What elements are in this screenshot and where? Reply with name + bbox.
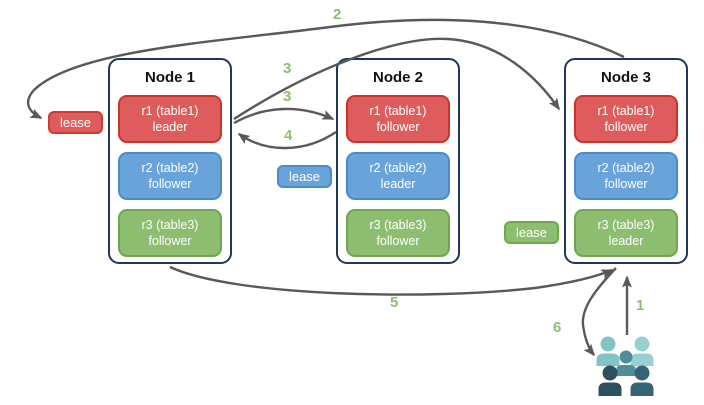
- lease-badge-r3: lease: [504, 221, 559, 244]
- replica-range-label: r3 (table3): [597, 217, 655, 232]
- replica-role-label: follower: [604, 177, 648, 191]
- node-2-replica-r3: r3 (table3) follower: [346, 209, 450, 257]
- users-icon: [596, 336, 654, 396]
- replica-role-label: leader: [380, 177, 416, 191]
- step-label-5: 5: [390, 294, 399, 311]
- node-1: Node 1 r1 (table1) leader r2 (table2) fo…: [108, 58, 232, 264]
- replica-role-label: follower: [148, 177, 192, 191]
- node-1-replica-r2: r2 (table2) follower: [118, 152, 222, 200]
- node-2-replica-r2: r2 (table2) leader: [346, 152, 450, 200]
- replica-range-label: r2 (table2): [369, 160, 427, 175]
- replica-range-label: r3 (table3): [369, 217, 427, 232]
- node-3-title: Node 3: [600, 69, 651, 86]
- step-label-1: 1: [636, 297, 645, 314]
- node-3-replica-r2: r2 (table2) follower: [574, 152, 678, 200]
- lease-badge-r2: lease: [277, 165, 332, 188]
- step-label-3b: 3: [283, 88, 292, 105]
- step-label-3a: 3: [283, 60, 292, 77]
- replica-range-label: r1 (table1): [369, 103, 427, 118]
- replica-range-label: r3 (table3): [141, 217, 199, 232]
- lease-badge-r1: lease: [48, 111, 103, 134]
- node-2: Node 2 r1 (table1) follower r2 (table2) …: [336, 58, 460, 264]
- replica-role-label: follower: [376, 120, 420, 134]
- replica-role-label: leader: [608, 234, 644, 248]
- replica-role-label: follower: [376, 234, 420, 248]
- replica-range-label: r1 (table1): [597, 103, 655, 118]
- node-1-title: Node 1: [144, 69, 195, 86]
- node-2-title: Node 2: [372, 69, 423, 86]
- arrow-step-5: [169, 265, 614, 296]
- replica-role-label: follower: [604, 120, 648, 134]
- node-3-replica-r3: r3 (table3) leader: [574, 209, 678, 257]
- arrow-step-3-to-node2: [233, 107, 335, 125]
- replica-range-label: r2 (table2): [141, 160, 199, 175]
- replica-role-label: follower: [148, 234, 192, 248]
- node-1-replica-r3: r3 (table3) follower: [118, 209, 222, 257]
- replica-range-label: r2 (table2): [597, 160, 655, 175]
- step-label-6: 6: [553, 319, 562, 336]
- step-label-4: 4: [284, 127, 293, 144]
- node-2-replica-r1: r1 (table1) follower: [346, 95, 450, 143]
- replica-role-label: leader: [152, 120, 188, 134]
- step-label-2: 2: [333, 6, 342, 23]
- node-3: Node 3 r1 (table1) follower r2 (table2) …: [564, 58, 688, 264]
- node-3-replica-r1: r1 (table1) follower: [574, 95, 678, 143]
- replica-range-label: r1 (table1): [141, 103, 199, 118]
- node-1-replica-r1: r1 (table1) leader: [118, 95, 222, 143]
